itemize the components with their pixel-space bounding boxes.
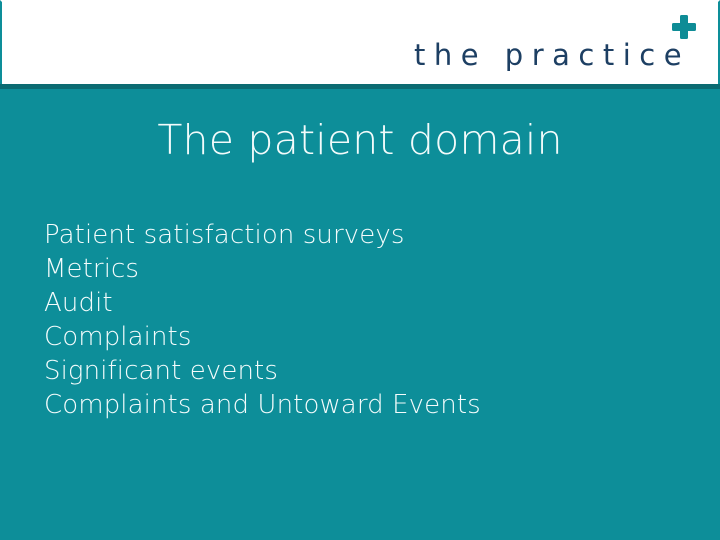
list-item: Complaints — [44, 322, 192, 352]
list-item: Complaints and Untoward Events — [44, 390, 481, 420]
slide-title: The patient domain — [157, 116, 563, 164]
list-item: Audit — [44, 288, 113, 318]
list-item: Metrics — [44, 254, 140, 284]
list-item: Significant events — [44, 356, 278, 386]
logo-wordmark: the practice — [414, 38, 691, 72]
header-divider — [0, 84, 720, 89]
list-item: Patient satisfaction surveys — [44, 220, 405, 250]
plus-vertical-bar — [680, 15, 688, 39]
plus-cross-icon — [672, 15, 696, 39]
brand-logo: the practice — [414, 15, 696, 72]
header-band: the practice — [0, 0, 720, 85]
slide-body-list: Patient satisfaction surveys Metrics Aud… — [44, 218, 684, 422]
